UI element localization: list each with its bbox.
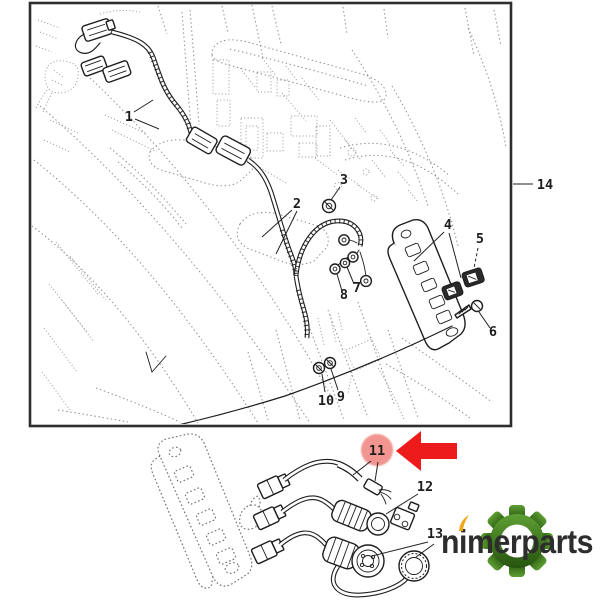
part-label-10: 10 — [318, 393, 334, 409]
catalog-diagram-box: 1 2 3 4 5 6 7 8 — [28, 1, 553, 428]
part-label-3: 3 — [340, 172, 348, 188]
part-label-5: 5 — [476, 231, 484, 247]
part-label-6: 6 — [489, 324, 497, 340]
ghost-switch-panel — [150, 433, 263, 589]
part-label-2: 2 — [293, 196, 301, 212]
callout-13: 13 — [371, 526, 443, 558]
screw-part-6 — [454, 299, 484, 319]
cable-part-11 — [256, 458, 392, 505]
chassis-seat-outline — [157, 5, 507, 419]
washers-9-10 — [312, 356, 337, 375]
callout-2: 2 — [261, 196, 301, 255]
cable-part-13 — [250, 530, 430, 598]
callout-1: 1 — [125, 99, 160, 130]
brand-text: nimerparts — [441, 523, 593, 560]
callout-9: 9 — [330, 368, 345, 405]
brand-logo: nimerparts — [441, 505, 594, 577]
bottom-parts-section: 11 12 13 — [150, 431, 457, 598]
part-label-9: 9 — [337, 389, 345, 405]
highlight-circle — [361, 434, 393, 466]
switch-housing-4 — [441, 281, 464, 301]
wiring-harness-1 — [34, 18, 252, 166]
nut-part-3 — [321, 198, 337, 214]
fender-tire-outline — [32, 9, 333, 424]
wiring-harness-2 — [246, 158, 373, 339]
callout-4: 4 — [413, 217, 462, 279]
part-label-11: 11 — [369, 443, 385, 459]
callout-3: 3 — [330, 172, 348, 201]
part-label-8: 8 — [340, 287, 348, 303]
gear-icon — [481, 505, 553, 577]
callout-5: 5 — [473, 231, 484, 269]
callout-6: 6 — [478, 311, 497, 340]
callout-10: 10 — [318, 373, 334, 409]
part-label-7: 7 — [353, 280, 361, 296]
switch-panel-bracket — [179, 218, 466, 424]
part-label-14: 14 — [537, 177, 553, 193]
callout-7: 7 — [346, 266, 361, 296]
part-label-13: 13 — [427, 526, 443, 542]
cable-part-12 — [252, 495, 420, 536]
callout-12: 12 — [385, 479, 433, 515]
i-flame-accent-icon — [459, 515, 469, 531]
highlight-annotation: 11 — [352, 431, 457, 482]
part-label-1: 1 — [125, 109, 133, 125]
harness-2-socket — [329, 234, 373, 288]
switch-housing-5 — [461, 267, 485, 288]
callout-14: 14 — [513, 177, 553, 193]
part-label-12: 12 — [417, 479, 433, 495]
part-label-4: 4 — [444, 217, 452, 233]
callout-8: 8 — [336, 273, 348, 303]
red-arrow-left-icon — [396, 431, 457, 471]
